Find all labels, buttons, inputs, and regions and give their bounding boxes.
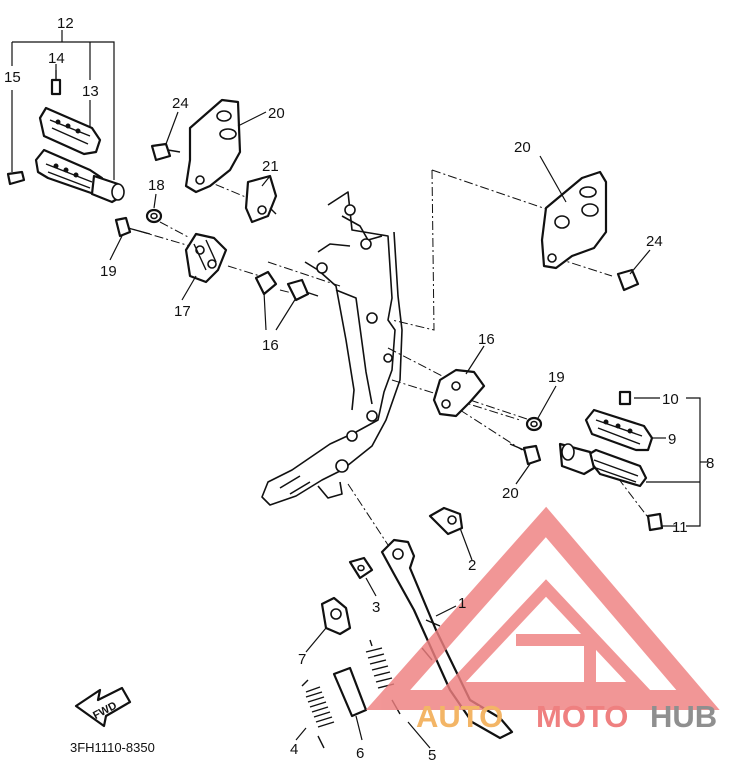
left-footrest-assembly — [6, 70, 125, 204]
left-brackets — [184, 98, 278, 284]
callout-20-left: 19 — [100, 263, 117, 280]
callout-11: 11 — [672, 519, 688, 536]
callout-24-right: 24 — [646, 233, 663, 250]
callout-2: 2 — [468, 557, 476, 574]
callout-20-right: 20 — [502, 485, 519, 502]
right-center-bracket — [432, 368, 543, 466]
frame-section — [261, 191, 403, 506]
callout-9: 9 — [668, 431, 676, 448]
callout-12: 12 — [57, 15, 74, 32]
watermark-moto: MOTO — [536, 699, 628, 734]
left-fasteners — [114, 142, 319, 302]
callout-1: 1 — [458, 595, 466, 612]
callout-19-right: 19 — [548, 369, 565, 386]
callout-labels: 12 14 15 13 24 20 21 18 19 17 16 20 24 1… — [4, 15, 714, 764]
callout-15: 15 — [4, 69, 21, 86]
callout-8: 8 — [706, 455, 714, 472]
callout-24-left: 24 — [172, 95, 189, 112]
fwd-arrow: FWD — [74, 686, 132, 728]
callout-6: 6 — [356, 745, 364, 762]
callout-5: 5 — [428, 747, 436, 764]
callout-4: 4 — [290, 741, 298, 758]
callout-13: 13 — [82, 83, 99, 100]
leader-lines — [11, 30, 708, 749]
callout-16: 16 — [478, 331, 495, 348]
callout-21: 20 — [514, 139, 531, 156]
watermark-hub: HUB — [650, 699, 717, 734]
callout-22: 20 — [268, 105, 285, 122]
callout-19-left: 18 — [148, 177, 165, 194]
springs-and-bracket — [301, 596, 401, 749]
watermark-text: AUTO MOTO HUB — [416, 699, 717, 734]
sidestand-assembly — [348, 506, 514, 740]
drawing-code: 3FH1110-8350 — [70, 740, 155, 755]
callout-10: 10 — [662, 391, 679, 408]
watermark-auto: AUTO — [416, 699, 503, 734]
callout-18: 16 — [262, 337, 279, 354]
right-upper-bracket — [540, 170, 640, 292]
callout-14: 14 — [48, 50, 65, 67]
right-footrest-assembly — [558, 390, 664, 532]
callout-3: 3 — [372, 599, 380, 616]
callout-17: 17 — [174, 303, 191, 320]
watermark-logo — [365, 506, 720, 710]
callout-7: 7 — [298, 651, 306, 668]
callout-23: 21 — [262, 158, 279, 175]
